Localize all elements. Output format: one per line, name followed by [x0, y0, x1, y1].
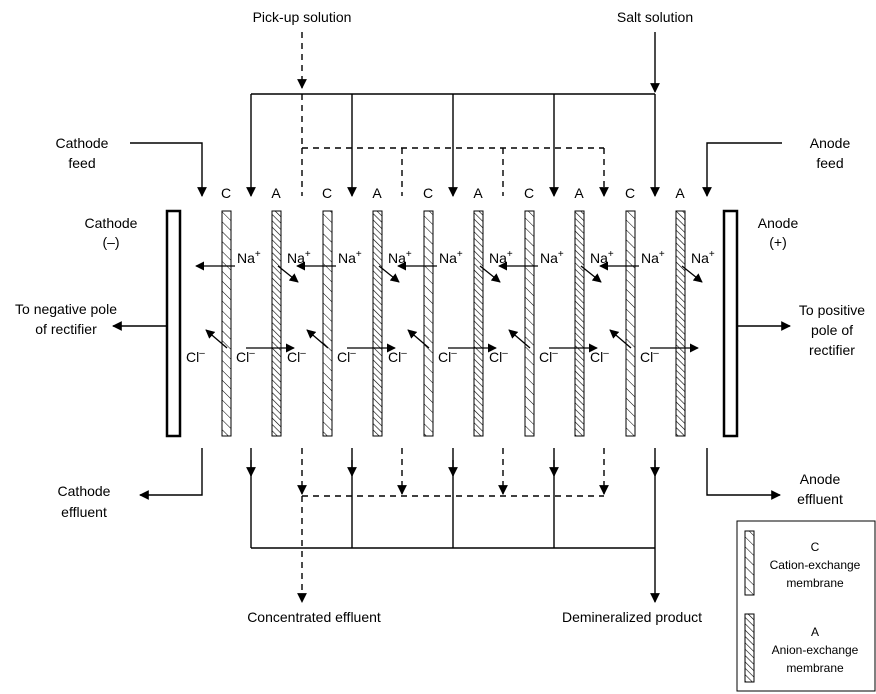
chloride-ion-label: Cl–: [186, 348, 205, 365]
legend-cation-text: Cation-exchange: [770, 558, 861, 572]
ion-migration-arrow: [508, 329, 531, 349]
chloride-ion-label: Cl–: [388, 348, 407, 365]
sodium-ion-label: Na+: [540, 249, 564, 266]
cation-exchange-membrane: [322, 210, 333, 437]
cathode-feed-line: [130, 142, 207, 197]
cathode-sign: (–): [102, 234, 119, 250]
cathode-effluent-label: effluent: [61, 504, 107, 520]
cation-exchange-membrane: [524, 210, 535, 437]
positive-pole-label: pole of: [811, 322, 853, 338]
cathode-electrode: [165, 209, 182, 438]
pickup-solution-label: Pick-up solution: [253, 9, 352, 25]
membrane-stack: [221, 210, 686, 437]
ion-migration-arrow: [378, 265, 400, 283]
sodium-ion-label: Na+: [338, 249, 362, 266]
membrane-letter: A: [675, 185, 685, 201]
anode-sign: (+): [769, 234, 787, 250]
sodium-ion-label: Na+: [489, 249, 513, 266]
anode-feed-label: Anode: [810, 135, 851, 151]
concentrated-effluent-label: Concentrated effluent: [247, 609, 381, 625]
ion-migration-arrow: [580, 265, 602, 283]
sodium-ion-label: Na+: [388, 249, 412, 266]
anode-effluent-line: [706, 448, 781, 500]
ion-migration-arrow: [609, 329, 632, 349]
membrane-letter: A: [473, 185, 483, 201]
chloride-ion-label: Cl–: [489, 348, 508, 365]
demineralized-product-label: Demineralized product: [562, 609, 702, 625]
anode-effluent-label: Anode: [800, 471, 841, 487]
cathode-feed-label: Cathode: [56, 135, 109, 151]
anion-exchange-membrane: [473, 210, 484, 437]
legend-anion-text: membrane: [786, 661, 844, 675]
anode-electrode: [722, 209, 739, 438]
legend-cation-swatch: [744, 530, 755, 596]
chloride-ion-label: Cl–: [337, 348, 356, 365]
membrane-letter: C: [322, 185, 332, 201]
sodium-ion-label: Na+: [590, 249, 614, 266]
sodium-ion-label: Na+: [641, 249, 665, 266]
legend-anion-letter: A: [811, 625, 819, 639]
ion-migration-arrow: [277, 265, 299, 283]
negative-pole-label: of rectifier: [35, 321, 97, 337]
sodium-ion-label: Na+: [287, 249, 311, 266]
cathode-label: Cathode: [85, 215, 138, 231]
positive-pole-label: rectifier: [809, 342, 855, 358]
sodium-ion-label: Na+: [439, 249, 463, 266]
legend-cation-text: membrane: [786, 576, 844, 590]
legend-cation-letter: C: [811, 540, 820, 554]
cathode-feed-label: feed: [68, 155, 95, 171]
membrane-letter: A: [574, 185, 584, 201]
cation-exchange-membrane: [423, 210, 434, 437]
anion-exchange-membrane: [574, 210, 585, 437]
membrane-letter: A: [271, 185, 281, 201]
salt-solution-label: Salt solution: [617, 9, 693, 25]
ion-migration: Na+ Na+ Na+ Na+ Na+ Na+ Na+ Na+ Na+ Na+ Cl– Cl– Cl– C…: [186, 249, 715, 365]
chloride-ion-label: Cl–: [590, 348, 609, 365]
anode-label: Anode: [758, 215, 799, 231]
chloride-ion-label: Cl–: [640, 348, 659, 365]
positive-pole-label: To positive: [799, 302, 865, 318]
cation-exchange-membrane: [221, 210, 232, 437]
membrane-letter: C: [524, 185, 534, 201]
anion-exchange-membrane: [271, 210, 282, 437]
membrane-letter: C: [423, 185, 433, 201]
chloride-ion-label: Cl–: [287, 348, 306, 365]
anion-exchange-membrane: [675, 210, 686, 437]
membrane-letter: C: [625, 185, 635, 201]
cathode-effluent-line: [139, 448, 203, 500]
anode-feed-line: [702, 142, 782, 197]
ion-migration-arrow: [205, 329, 228, 349]
ion-migration-arrow: [681, 265, 703, 283]
ion-migration-arrow: [306, 329, 329, 349]
sodium-ion-label: Na+: [237, 249, 261, 266]
anion-exchange-membrane: [372, 210, 383, 437]
membrane-letter: C: [221, 185, 231, 201]
legend-anion-swatch: [744, 613, 755, 683]
chloride-ion-label: Cl–: [438, 348, 457, 365]
legend-anion-text: Anion-exchange: [772, 643, 859, 657]
negative-pole-label: To negative pole: [15, 301, 117, 317]
cathode-effluent-label: Cathode: [58, 483, 111, 499]
legend-box: [736, 520, 876, 692]
ion-migration-arrow: [479, 265, 501, 283]
chloride-ion-label: Cl–: [539, 348, 558, 365]
cation-exchange-membrane: [625, 210, 636, 437]
anode-effluent-label: effluent: [797, 491, 843, 507]
chloride-ion-label: Cl–: [236, 348, 255, 365]
ion-migration-arrow: [407, 329, 430, 349]
membrane-letter: A: [372, 185, 382, 201]
anode-feed-label: feed: [816, 155, 843, 171]
sodium-ion-label: Na+: [691, 249, 715, 266]
